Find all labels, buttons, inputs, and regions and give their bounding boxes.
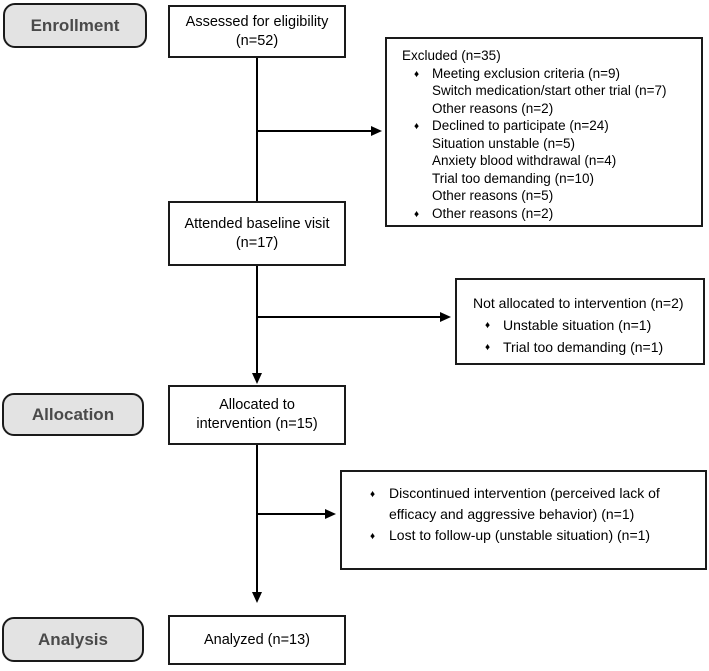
box-text-line: Attended baseline visit xyxy=(184,215,330,232)
box-text-line: Assessed for eligibility xyxy=(185,13,329,30)
diamond-bullet-icon: ♦ xyxy=(485,342,491,353)
arrowhead-down-analyzed-icon xyxy=(252,592,262,603)
diamond-bullet-icon: ♦ xyxy=(485,320,491,331)
box-text-line: intervention (n=15) xyxy=(196,416,318,432)
list-item: Trial too demanding (n=10) xyxy=(402,170,695,188)
list-item: Other reasons (n=5) xyxy=(402,187,695,205)
box-not-allocated-to-intervention: Not allocated to intervention (n=2) ♦ Un… xyxy=(455,278,705,365)
list-item: ♦ Unstable situation (n=1) xyxy=(473,314,697,336)
connector-branch-to-discontinued xyxy=(256,513,326,515)
stage-label-allocation: Allocation xyxy=(2,393,144,436)
stage-label-enrollment: Enrollment xyxy=(3,3,147,48)
list-item: ♦ Other reasons (n=2) xyxy=(402,205,695,223)
list-item: Situation unstable (n=5) xyxy=(402,135,695,153)
connector-allocated-to-analyzed xyxy=(256,445,258,592)
box-analyzed: Analyzed (n=13) xyxy=(168,615,346,665)
diamond-bullet-icon: ♦ xyxy=(370,489,376,500)
box-attended-baseline-visit: Attended baseline visit (n=17) xyxy=(168,201,346,266)
arrowhead-right-excluded-icon xyxy=(371,126,382,136)
list-item-text: Situation unstable (n=5) xyxy=(432,135,575,151)
list-item-text: Trial too demanding (n=1) xyxy=(503,339,664,355)
box-discontinued-lost-to-follow-up: ♦ Discontinued intervention (perceived l… xyxy=(340,470,707,570)
list-item-text: Trial too demanding (n=10) xyxy=(432,170,594,186)
box-text-line: Allocated to xyxy=(219,397,295,413)
list-item-text: Other reasons (n=2) xyxy=(432,205,554,221)
diamond-bullet-icon: ♦ xyxy=(414,208,420,220)
list-item: ♦ Lost to follow-up (unstable situation)… xyxy=(357,525,693,546)
stage-label-analysis: Analysis xyxy=(2,617,144,662)
list-item-text: Meeting exclusion criteria (n=9) xyxy=(432,65,620,81)
list-item: ♦ Meeting exclusion criteria (n=9) xyxy=(402,65,695,83)
connector-assessed-to-attended xyxy=(256,58,258,201)
arrowhead-down-allocated-icon xyxy=(252,373,262,384)
box-assessed-for-eligibility: Assessed for eligibility (n=52) xyxy=(168,5,346,58)
list-item-text: Switch medication/start other trial (n=7… xyxy=(432,83,667,98)
connector-branch-to-not-allocated xyxy=(256,316,441,318)
box-text-line: Analyzed (n=13) xyxy=(204,631,310,648)
list-item: ♦ Discontinued intervention (perceived l… xyxy=(357,483,693,525)
list-item-text: Other reasons (n=5) xyxy=(432,188,554,203)
list-item-text: Other reasons (n=2) xyxy=(432,100,554,116)
list-item-text: Lost to follow-up (unstable situation) (… xyxy=(389,527,651,543)
excluded-title: Excluded (n=35) xyxy=(402,48,501,63)
connector-attended-to-allocated xyxy=(256,266,258,373)
list-item: ♦ Declined to participate (n=24) xyxy=(402,117,695,135)
list-item: ♦ Trial too demanding (n=1) xyxy=(473,336,697,358)
box-text-line: (n=52) xyxy=(235,32,279,49)
list-item: Switch medication/start other trial (n=7… xyxy=(402,82,695,100)
list-item-text: Declined to participate (n=24) xyxy=(432,118,609,133)
list-item: Other reasons (n=2) xyxy=(402,100,695,118)
list-item: Anxiety blood withdrawal (n=4) xyxy=(402,152,695,170)
box-text-line: (n=17) xyxy=(235,234,279,251)
diamond-bullet-icon: ♦ xyxy=(370,531,376,542)
list-item-text: Unstable situation (n=1) xyxy=(503,317,652,333)
box-allocated-to-intervention: Allocated to intervention (n=15) xyxy=(168,385,346,445)
list-item-text: Discontinued intervention (perceived lac… xyxy=(389,485,660,522)
box-excluded: Excluded (n=35) ♦ Meeting exclusion crit… xyxy=(385,37,703,227)
diamond-bullet-icon: ♦ xyxy=(414,68,420,80)
arrowhead-right-not-allocated-icon xyxy=(440,312,451,322)
connector-branch-to-excluded xyxy=(256,130,372,132)
list-item-text: Anxiety blood withdrawal (n=4) xyxy=(432,153,617,168)
not-allocated-title: Not allocated to intervention (n=2) xyxy=(473,295,684,311)
arrowhead-right-discontinued-icon xyxy=(325,509,336,519)
diamond-bullet-icon: ♦ xyxy=(414,121,420,132)
